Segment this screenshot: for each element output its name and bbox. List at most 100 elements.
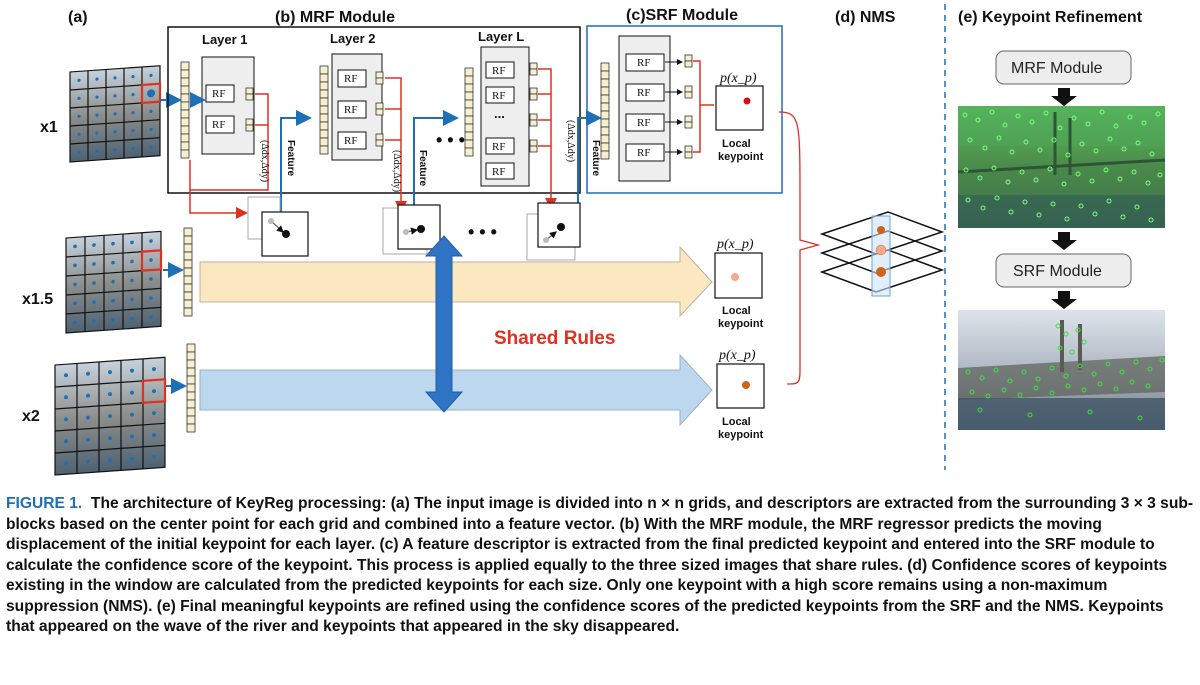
displacement-window — [526, 202, 581, 261]
down-arrow-icon — [1051, 232, 1077, 250]
rf-node — [625, 53, 665, 72]
shared-arrow-x1-5 — [199, 245, 713, 318]
rf-label: RF — [492, 166, 505, 178]
layers-ellipsis: • • • — [436, 130, 465, 150]
section-a-title: (a) — [68, 9, 88, 26]
shared-rules-label: Shared Rules — [494, 328, 615, 349]
red-arrow — [385, 77, 407, 213]
rf-label: RF — [637, 57, 650, 69]
displacement-window — [247, 196, 309, 257]
rf-label: RF — [344, 73, 357, 85]
rf-node — [625, 113, 665, 132]
rf-node — [205, 84, 235, 103]
displacement-path — [189, 93, 269, 191]
delta-label: (Δdx,Δdy) — [565, 120, 576, 162]
srf-module-box — [586, 25, 783, 194]
scale-label-x1: x1 — [40, 119, 58, 136]
input-grid-x2 — [54, 356, 167, 476]
layer-1-block — [201, 56, 255, 155]
feature-arrow — [280, 110, 312, 212]
rf-label: RF — [637, 147, 650, 159]
rf-label: RF — [344, 104, 357, 116]
rf-node — [485, 137, 515, 155]
local-keypoint-box — [715, 85, 764, 131]
score-bracket — [693, 60, 714, 153]
local-keypoint-label: keypoint — [718, 429, 764, 441]
local-keypoint-label: Local — [722, 416, 751, 428]
keypoints-before-refinement-image — [957, 106, 1166, 228]
rf-label: RF — [492, 65, 505, 77]
windows-ellipsis: • • • — [468, 222, 497, 242]
feature-arrow — [577, 110, 602, 206]
rf-label: RF — [212, 119, 225, 131]
feature-vector — [600, 62, 610, 160]
figure-caption-text: The architecture of KeyReg processing: (… — [6, 495, 1194, 635]
section-b-title: (b) MRF Module — [275, 9, 395, 26]
feature-vector — [186, 343, 196, 433]
rf-label: RF — [344, 135, 357, 147]
mrf-module-button — [995, 50, 1132, 85]
rf-label: RF — [492, 90, 505, 102]
rf-node — [485, 162, 515, 180]
rf-node — [337, 100, 367, 119]
srf-module-button-label: SRF Module — [1013, 263, 1102, 280]
down-arrow-icon — [1051, 88, 1077, 106]
feature-vector — [180, 61, 190, 159]
figure-caption: FIGURE 1. The architecture of KeyReg pro… — [6, 494, 1194, 638]
local-keypoint-label: keypoint — [718, 318, 764, 330]
feature-label: Feature — [285, 140, 296, 177]
input-grid-x1 — [69, 65, 162, 163]
rf-node — [337, 131, 367, 150]
section-c-title: (c)SRF Module — [626, 7, 738, 24]
down-arrow-icon — [1051, 291, 1077, 309]
prob-label: p(x_p) — [719, 71, 757, 86]
scale-label-x2: x2 — [22, 408, 40, 425]
mrf-module-box — [167, 26, 581, 194]
local-keypoint-box — [716, 363, 765, 409]
rf-node — [205, 115, 235, 134]
keypoint-dot — [731, 273, 739, 281]
shared-arrow-x2 — [199, 353, 713, 427]
regression-output — [529, 62, 538, 153]
input-grid-x1-5 — [65, 230, 163, 334]
section-d-title: (d) NMS — [835, 9, 896, 26]
score-output — [684, 54, 693, 159]
feature-vector — [183, 227, 193, 317]
feature-vector — [319, 65, 329, 155]
section-e-title: (e) Keypoint Refinement — [958, 9, 1143, 26]
feature-label: Feature — [417, 150, 428, 187]
layer-1-title: Layer 1 — [202, 32, 248, 47]
rf-node — [337, 69, 367, 88]
layer-l-title: Layer L — [478, 29, 524, 44]
shared-rules-double-arrow — [424, 235, 464, 413]
keypoints-after-refinement-image — [958, 310, 1165, 430]
rf-label: RF — [492, 141, 505, 153]
displacement-window — [382, 204, 441, 255]
feature-arrow — [413, 110, 459, 208]
rf-dots: ... — [494, 106, 505, 121]
rf-node — [625, 83, 665, 102]
keypoint-dot — [743, 97, 751, 105]
keypoint-dot — [742, 381, 750, 389]
regression-output — [375, 71, 384, 147]
delta-label: (Δdx,Δdy) — [259, 140, 270, 182]
rf-node — [485, 61, 515, 79]
architecture-diagram: (a) (b) MRF Module (c)SRF Module (d) NMS… — [22, 4, 1166, 476]
prob-label: p(x_p) — [718, 348, 756, 363]
red-arrow — [538, 68, 557, 210]
regression-output — [245, 87, 254, 132]
nms-stack — [819, 211, 945, 297]
red-arrow — [189, 190, 248, 219]
prob-label: p(x_p) — [716, 237, 754, 252]
rf-node — [625, 143, 665, 162]
layer-2-title: Layer 2 — [330, 31, 376, 46]
nms-bracket — [778, 111, 821, 385]
feature-label: Feature — [590, 140, 601, 177]
feature-vector — [464, 67, 474, 157]
local-keypoint-label: Local — [722, 138, 751, 150]
figure-caption-label: FIGURE 1. — [6, 495, 83, 512]
diagram-canvas: (a) (b) MRF Module (c)SRF Module (d) NMS… — [22, 4, 1166, 476]
local-keypoint-label: keypoint — [718, 151, 764, 163]
local-keypoint-label: Local — [722, 305, 751, 317]
scale-label-x1-5: x1.5 — [22, 291, 53, 308]
